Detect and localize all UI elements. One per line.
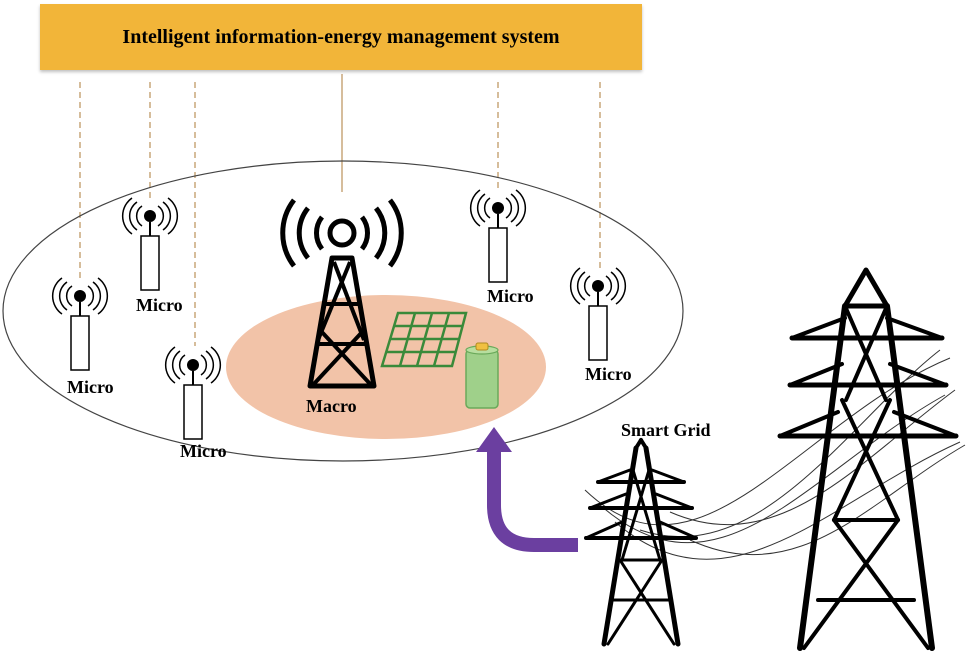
coverage-area [2,160,684,462]
small-cell-antenna-icon [51,277,109,371]
transmission-tower-icon [584,438,698,647]
micro-label: Micro [67,377,114,397]
smart-grid-label: Smart Grid [621,420,711,440]
management-system-banner: Intelligent information-energy managemen… [40,4,642,70]
solar-panel-icon [380,311,468,368]
management-links [79,82,601,346]
micro-label: Micro [136,295,183,315]
small-cell-antenna-icon [569,267,627,361]
management-system-title: Intelligent information-energy managemen… [122,25,560,48]
macro-label: Macro [306,396,357,416]
micro-label: Micro [585,364,632,384]
small-cell-antenna-icon [121,197,179,291]
energy-supply-arrowhead [476,427,512,452]
energy-supply-arrow [487,450,578,552]
large-transmission-tower-icon [777,267,959,651]
cell-tower-icon [280,198,404,389]
battery-icon [465,342,499,409]
small-cell-antenna-icon [469,189,527,283]
small-cell-antenna-icon [164,346,222,440]
micro-label: Micro [180,441,227,461]
micro-label: Micro [487,286,534,306]
